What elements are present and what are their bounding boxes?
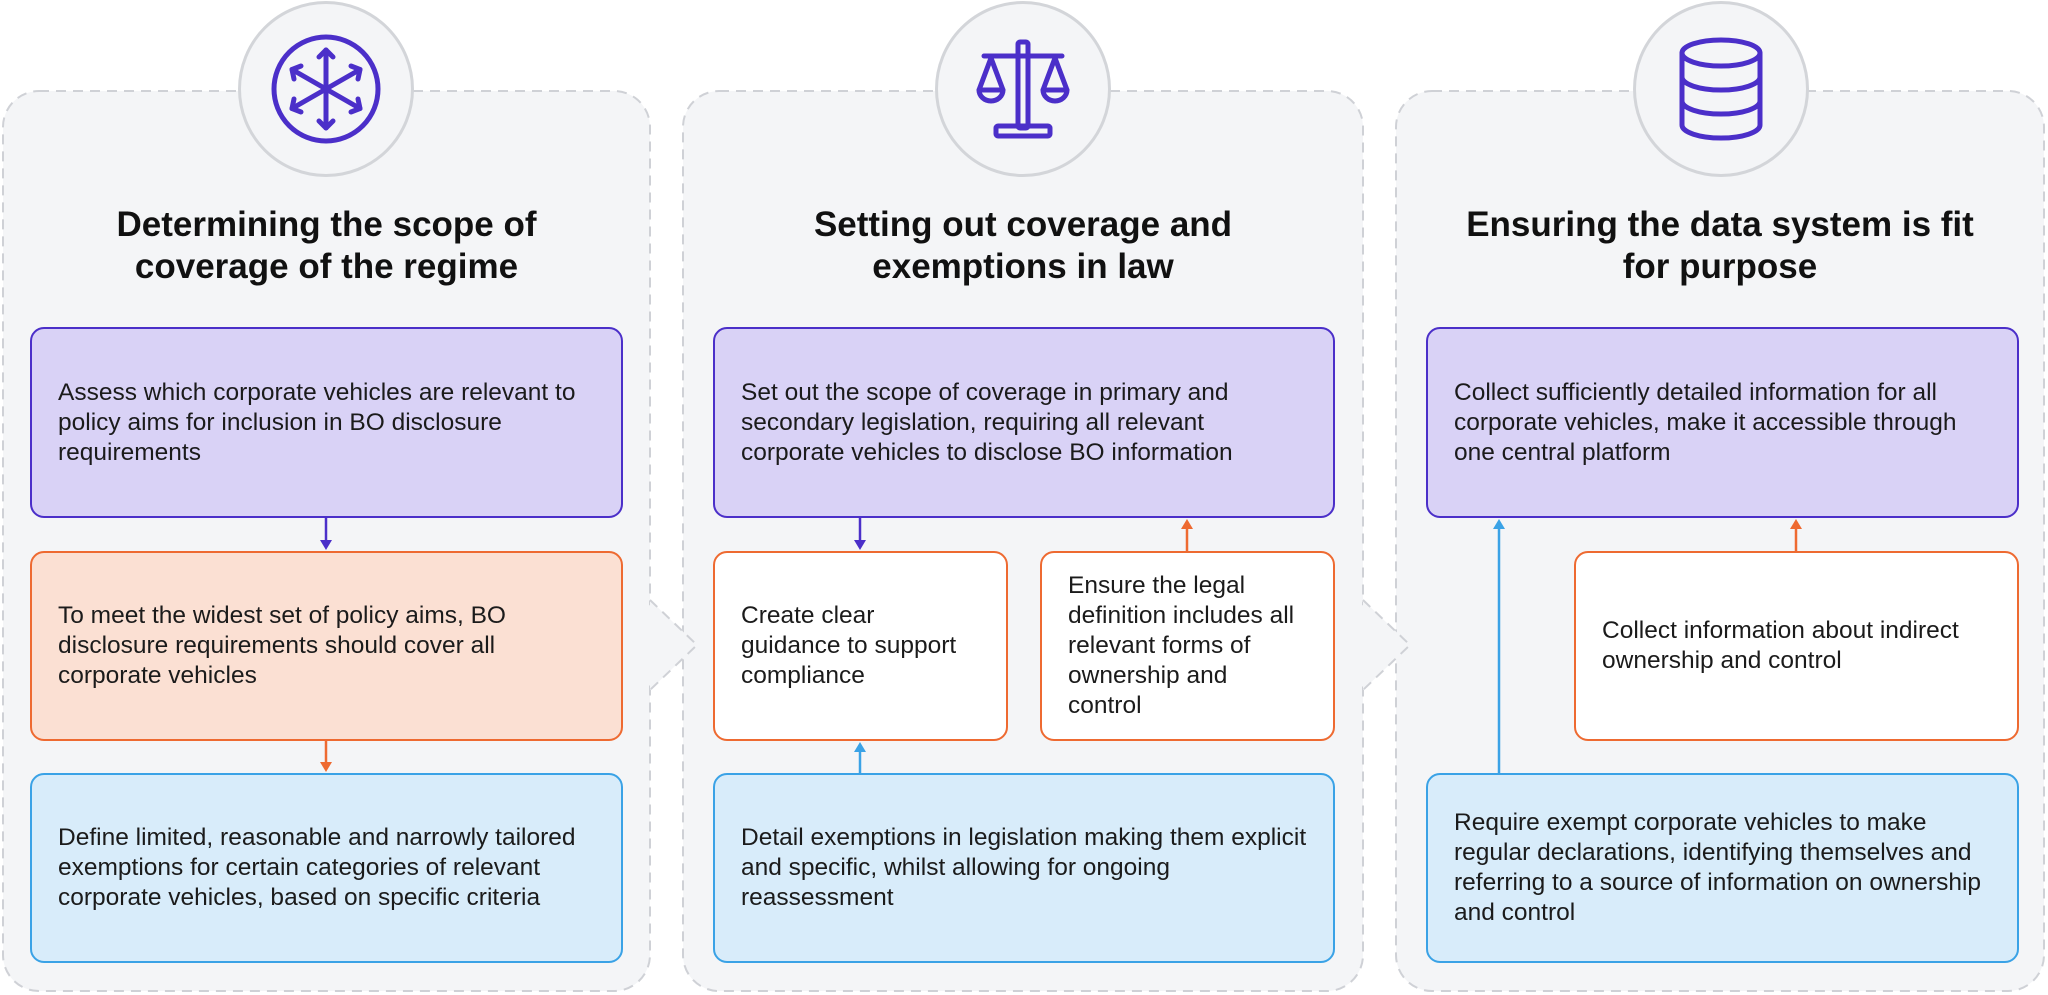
box-clear-guidance: Create clear guidance to support complia… — [713, 551, 1008, 741]
box-indirect-ownership-text: Collect information about indirect owner… — [1602, 617, 1959, 674]
box-collect-detailed-info: Collect sufficiently detailed informatio… — [1426, 327, 2019, 518]
box-assess-vehicles: Assess which corporate vehicles are rele… — [30, 327, 623, 518]
scales-of-justice-icon — [976, 39, 1070, 139]
box-detail-exemptions-text: Detail exemptions in legislation making … — [741, 824, 1307, 911]
database-icon — [1679, 37, 1763, 141]
icon-circle-1 — [238, 1, 414, 177]
box-scope-legislation-text: Set out the scope of coverage in primary… — [741, 378, 1233, 466]
box-assess-vehicles-text: Assess which corporate vehicles are rele… — [58, 378, 576, 466]
panel-3 — [1395, 90, 2045, 992]
box-collect-detailed-info-text: Collect sufficiently detailed informatio… — [1454, 378, 1957, 466]
expand-arrows-icon — [271, 34, 381, 144]
box-legal-definition: Ensure the legal definition includes all… — [1040, 551, 1335, 741]
column-3-title: Ensuring the data system is fit for purp… — [1466, 205, 1974, 286]
box-define-exemptions: Define limited, reasonable and narrowly … — [30, 773, 623, 963]
box-legal-definition-text: Ensure the legal definition includes all… — [1068, 572, 1295, 719]
box-exempt-declarations-text: Require exempt corporate vehicles to mak… — [1454, 809, 1982, 926]
box-exempt-declarations: Require exempt corporate vehicles to mak… — [1426, 773, 2019, 963]
icon-circle-3 — [1633, 1, 1809, 177]
icon-circle-2 — [935, 1, 1111, 177]
box-clear-guidance-text: Create clear guidance to support complia… — [741, 602, 957, 689]
box-scope-legislation: Set out the scope of coverage in primary… — [713, 327, 1335, 518]
box-widest-policy-aims-text: To meet the widest set of policy aims, B… — [58, 602, 506, 689]
box-define-exemptions-text: Define limited, reasonable and narrowly … — [58, 824, 576, 911]
panel-2 — [682, 90, 1364, 992]
box-indirect-ownership: Collect information about indirect owner… — [1574, 551, 2019, 741]
column-1-title: Determining the scope of coverage of the… — [116, 205, 537, 286]
box-detail-exemptions: Detail exemptions in legislation making … — [713, 773, 1335, 963]
box-widest-policy-aims: To meet the widest set of policy aims, B… — [30, 551, 623, 741]
column-2-title: Setting out coverage and exemptions in l… — [813, 205, 1233, 286]
